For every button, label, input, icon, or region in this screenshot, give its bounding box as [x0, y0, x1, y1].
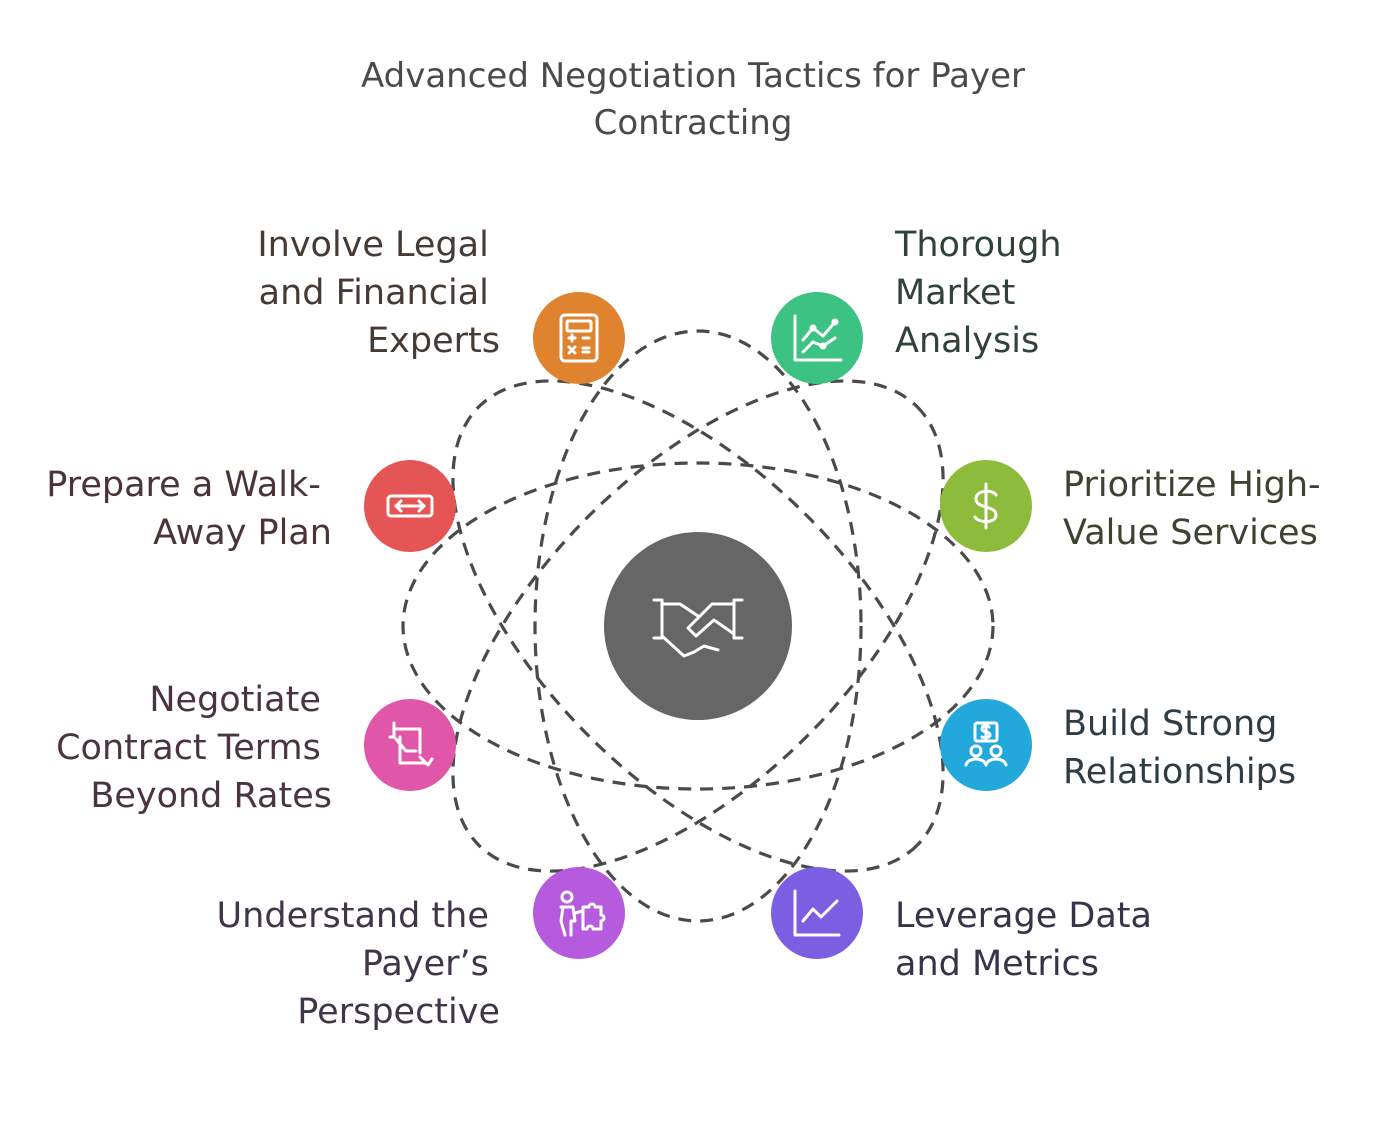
- label-relationships-line-2: Relationships: [1063, 752, 1296, 792]
- label-prioritize-line-1: Prioritize High-: [1063, 465, 1321, 505]
- node-prioritize: Prioritize High- Value Services: [940, 460, 1332, 553]
- calculator-icon: [559, 313, 599, 363]
- node-relationships-circle: [940, 699, 1032, 791]
- line-chart-icon: [793, 314, 843, 362]
- node-legal-circle: [533, 292, 625, 384]
- label-payer-line-3: Perspective: [297, 992, 500, 1032]
- label-payer-line-1: Understand the: [217, 896, 489, 936]
- orbit-ellipse-vertical: [533, 329, 863, 923]
- label-market-line-1: Thorough: [894, 225, 1062, 265]
- node-market: Thorough Market Analysis: [771, 225, 1073, 384]
- node-walkaway: Prepare a Walk- Away Plan: [46, 460, 456, 553]
- label-data-line-1: Leverage Data: [895, 896, 1152, 936]
- label-relationships: Build Strong Relationships: [1063, 704, 1296, 792]
- label-terms-line-3: Beyond Rates: [90, 776, 332, 816]
- contract-hand-icon: [388, 721, 434, 767]
- label-market-line-3: Analysis: [895, 321, 1039, 361]
- label-legal-line-1: Involve Legal: [257, 225, 489, 265]
- label-prioritize-line-2: Value Services: [1063, 513, 1318, 553]
- horizontal-arrows-icon: [386, 494, 434, 518]
- diagram-title-line-2: Contracting: [594, 103, 793, 143]
- node-terms: Negotiate Contract Terms Beyond Rates: [56, 680, 456, 816]
- label-payer-line-2: Payer’s: [362, 944, 489, 984]
- node-market-circle: [771, 292, 863, 384]
- trend-chart-icon: [793, 889, 841, 937]
- node-legal: Involve Legal and Financial Experts: [257, 225, 625, 384]
- label-relationships-line-1: Build Strong: [1063, 704, 1277, 744]
- diagram-title-line-1: Advanced Negotiation Tactics for Payer: [361, 56, 1025, 96]
- label-legal-line-2: and Financial: [259, 273, 489, 313]
- node-payer: Understand the Payer’s Perspective: [217, 867, 625, 1032]
- people-money-icon: [964, 721, 1008, 767]
- label-terms-line-1: Negotiate: [149, 680, 321, 720]
- label-legal: Involve Legal and Financial Experts: [257, 225, 500, 361]
- label-payer: Understand the Payer’s Perspective: [217, 896, 500, 1032]
- orbit-ellipse-diagonal-a: [451, 379, 945, 873]
- orbit-lines: [401, 329, 995, 923]
- node-data: Leverage Data and Metrics: [771, 867, 1163, 984]
- label-market-line-2: Market: [895, 273, 1015, 313]
- handshake-icon: [652, 598, 744, 658]
- dollar-icon: [973, 482, 998, 530]
- person-puzzle-icon: [559, 890, 606, 937]
- node-relationships: Build Strong Relationships: [940, 699, 1296, 792]
- label-data-line-2: and Metrics: [895, 944, 1099, 984]
- label-market: Thorough Market Analysis: [894, 225, 1073, 361]
- label-data: Leverage Data and Metrics: [895, 896, 1163, 984]
- label-terms: Negotiate Contract Terms Beyond Rates: [56, 680, 332, 816]
- orbit-ellipse-horizontal: [401, 461, 995, 791]
- label-walkaway-line-2: Away Plan: [153, 513, 332, 553]
- label-walkaway-line-1: Prepare a Walk-: [46, 465, 321, 505]
- label-legal-line-3: Experts: [367, 321, 500, 361]
- center-node: [604, 532, 792, 720]
- node-terms-circle: [364, 699, 456, 791]
- label-walkaway: Prepare a Walk- Away Plan: [46, 465, 332, 553]
- label-terms-line-2: Contract Terms: [56, 728, 321, 768]
- center-circle: [604, 532, 792, 720]
- orbit-ellipse-diagonal-b: [451, 379, 945, 873]
- label-prioritize: Prioritize High- Value Services: [1063, 465, 1332, 553]
